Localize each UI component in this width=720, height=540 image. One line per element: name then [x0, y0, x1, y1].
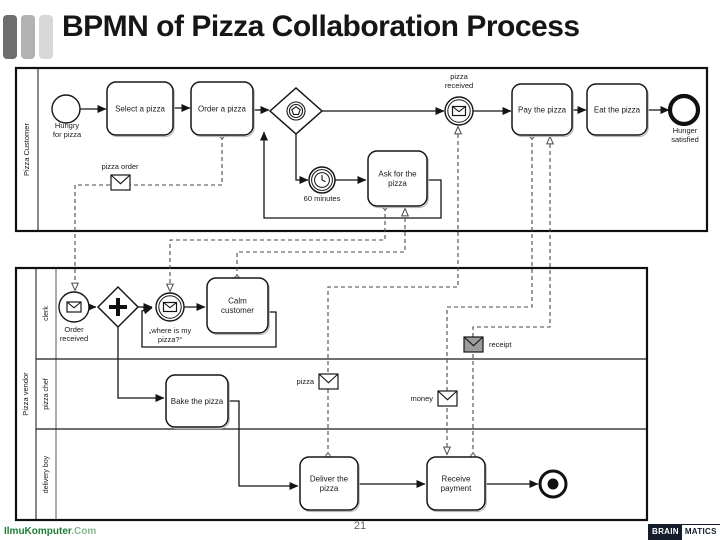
msgflow-money	[447, 133, 535, 454]
svg-text:Select a pizza: Select a pizza	[115, 104, 165, 113]
svg-text:Eat the pizza: Eat the pizza	[594, 105, 641, 114]
pool-pizza-customer-label: Pizza Customer	[22, 123, 31, 176]
brainmatics-logo-left: BRAIN	[649, 525, 682, 540]
end-event-terminate	[538, 469, 568, 499]
svg-text:Pay the pizza: Pay the pizza	[518, 105, 567, 114]
flow-bake-deliver	[228, 400, 299, 490]
accent-bar-medium	[21, 15, 35, 59]
flow-parallel-bake	[117, 327, 165, 402]
task-bake-the-pizza: Bake the pizza	[165, 374, 230, 430]
event-timer-60-minutes: 60 minutes	[304, 166, 341, 203]
page-number: 21	[353, 520, 367, 532]
svg-text:Bake the pizza: Bake the pizza	[171, 397, 224, 406]
svg-text:Order a pizza: Order a pizza	[198, 104, 247, 113]
lane-label-pizza-chef: pizza chef	[43, 378, 50, 410]
task-order-a-pizza: Order a pizza	[190, 81, 255, 138]
msgflow-calm-reply	[234, 209, 405, 281]
pool-pizza-vendor: Pizza vendor clerk pizza chef delivery boy	[14, 266, 649, 522]
lane-label-clerk: clerk	[43, 306, 50, 321]
task-select-a-pizza: Select a pizza	[106, 81, 175, 138]
svg-text:pizza order: pizza order	[101, 162, 139, 171]
task-eat-the-pizza: Eat the pizza	[586, 83, 649, 138]
brainmatics-logo: BRAIN MATICS	[648, 524, 720, 540]
flow-gateway-timer	[295, 134, 309, 184]
message-pizza: pizza	[296, 373, 339, 390]
pool-pizza-customer: Pizza Customer	[14, 66, 709, 233]
message-receipt: receipt	[463, 336, 512, 353]
accent-bar-light	[39, 15, 53, 59]
slide-title: BPMN of Pizza Collaboration Process	[62, 10, 580, 43]
msgflow-receipt	[470, 137, 550, 459]
svg-text:60 minutes: 60 minutes	[304, 194, 341, 203]
brainmatics-logo-right: MATICS	[681, 525, 720, 540]
gateway-parallel	[96, 285, 140, 329]
pool-pizza-vendor-label: Pizza vendor	[21, 372, 30, 416]
flow-calm-loop-where	[141, 306, 277, 348]
task-pay-the-pizza: Pay the pizza	[511, 83, 574, 138]
svg-text:receipt: receipt	[489, 340, 512, 349]
logo-suffix: .Com	[71, 526, 97, 537]
accent-bar-dark	[3, 15, 17, 59]
msgflow-pizza-order	[75, 133, 225, 290]
gateway-event-based	[268, 86, 324, 136]
svg-text:money: money	[410, 394, 433, 403]
message-pizza-order: pizza order	[101, 162, 139, 191]
ilmukomputer-logo: IlmuKomputer.Com	[4, 526, 96, 537]
lane-label-delivery-boy: delivery boy	[43, 455, 50, 493]
message-money: money	[410, 390, 458, 407]
flow-ask-loop-gateway	[260, 131, 442, 219]
logo-name: IlmuKomputer	[4, 526, 72, 537]
svg-text:pizza: pizza	[296, 377, 314, 386]
